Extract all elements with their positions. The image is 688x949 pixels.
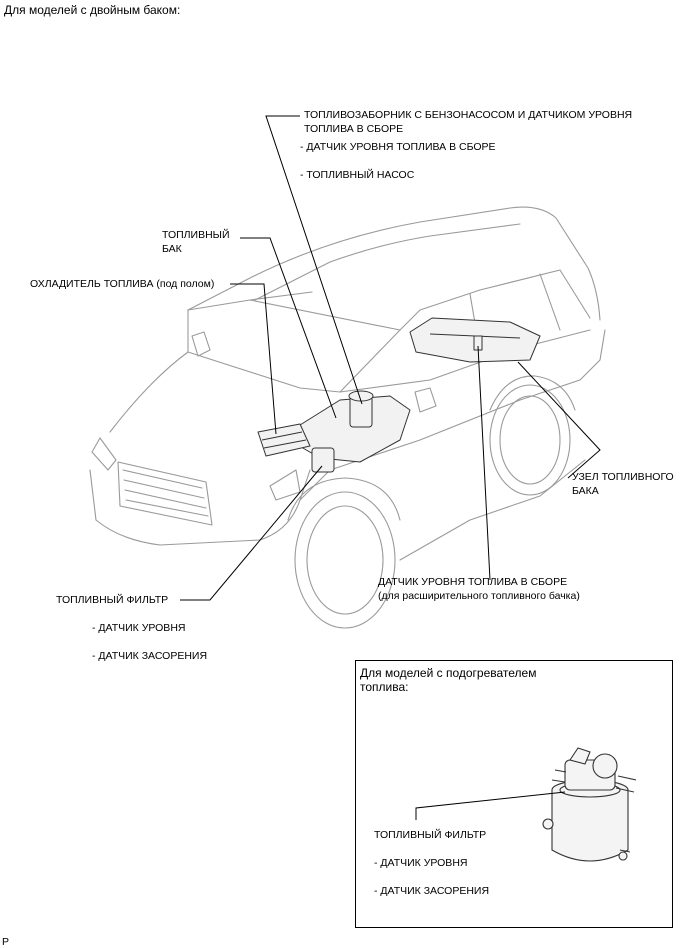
leader-pump-assy <box>265 115 363 405</box>
label-fuel-filter: ТОПЛИВНЫЙ ФИЛЬТР <box>56 594 169 606</box>
leader-inset-filter <box>415 791 566 820</box>
leader-gauge <box>477 345 491 581</box>
windshield-outline <box>187 299 401 393</box>
fuel-cooler <box>257 423 311 457</box>
inset-label-fuel-filter: ТОПЛИВНЫЙ ФИЛЬТР <box>374 829 487 841</box>
label-fuel-tank-line1: ТОПЛИВНЫЙ <box>162 229 230 241</box>
label-tank-assy-line2: БАКА <box>572 485 599 497</box>
label-pump-sub1: - ДАТЧИК УРОВНЯ ТОПЛИВА В СБОРЕ <box>300 141 496 153</box>
label-fuel-tank-line2: БАК <box>162 243 182 255</box>
label-pump-sub2: - ТОПЛИВНЫЙ НАСОС <box>300 169 415 181</box>
leader-fuel-filter <box>180 465 323 601</box>
label-gauge-line1: ДАТЧИК УРОВНЯ ТОПЛИВА В СБОРЕ <box>378 576 568 588</box>
front-wheel-outline <box>294 491 396 629</box>
label-pump-assy-line2: ТОПЛИВА В СБОРЕ <box>304 123 404 135</box>
hood-outline <box>109 351 341 433</box>
front-bumper-outline <box>89 469 311 546</box>
roof-outline <box>187 206 601 321</box>
label-pump-assy-line1: ТОПЛИВОЗАБОРНИК С БЕНЗОНАСОСОМ И ДАТЧИКО… <box>304 109 633 121</box>
label-gauge-line2: (для расширительного топливного бачка) <box>378 590 580 602</box>
leader-fuel-tank <box>240 237 337 419</box>
inset-title-line2: топлива: <box>360 680 409 694</box>
footer-mark: P <box>2 936 10 948</box>
leader-fuel-cooler <box>230 283 277 435</box>
inset-title-line1: Для моделей с подогревателем <box>360 666 537 680</box>
label-tank-assy-line1: УЗЕЛ ТОПЛИВНОГО <box>572 471 674 483</box>
label-fuel-cooler: ОХЛАДИТЕЛЬ ТОПЛИВА (под полом) <box>30 278 215 290</box>
leader-tank-assy <box>517 361 601 479</box>
inset-fuel-heater-box <box>355 660 673 928</box>
inset-label-sub2: - ДАТЧИК ЗАСОРЕНИЯ <box>374 885 490 897</box>
grille-outline <box>117 461 213 526</box>
fuel-filter-unit <box>311 447 335 473</box>
inset-label-sub1: - ДАТЧИК УРОВНЯ <box>374 857 468 869</box>
diagram-header: Для моделей с двойным баком: <box>4 3 181 17</box>
rear-wheel-outline <box>489 384 571 496</box>
label-filter-sub2: - ДАТЧИК ЗАСОРЕНИЯ <box>92 650 208 662</box>
label-filter-sub1: - ДАТЧИК УРОВНЯ <box>92 622 186 634</box>
